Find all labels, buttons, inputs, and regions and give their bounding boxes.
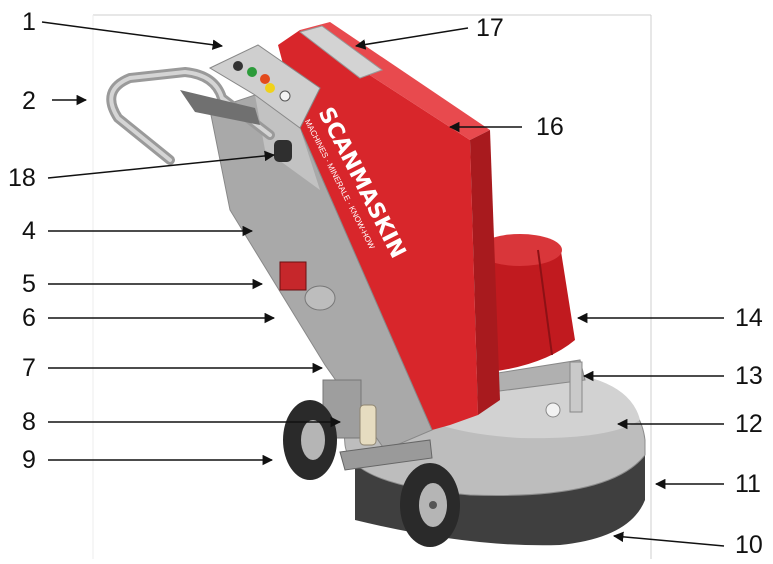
main-housing-side: [470, 130, 500, 415]
label-2: 2: [22, 87, 36, 115]
yellow-button: [265, 83, 275, 93]
leader-10: [612, 531, 725, 547]
label-10: 10: [735, 531, 763, 559]
label-7: 7: [22, 354, 36, 382]
power-socket: [279, 261, 307, 291]
wheel-axle: [429, 501, 437, 509]
orange-button: [260, 74, 270, 84]
handle-post: [569, 361, 583, 413]
leader-1: [41, 21, 224, 50]
leader-lines: [41, 21, 725, 547]
wheel-rear-hub: [301, 420, 325, 460]
main-housing: [278, 30, 478, 430]
handlebar-highlight: [109, 69, 272, 162]
label-13: 13: [735, 362, 763, 390]
motor: [480, 239, 575, 372]
leader-17: [354, 27, 469, 50]
lid-handle: [298, 25, 384, 79]
label-5: 5: [22, 270, 36, 298]
label-6: 6: [22, 304, 36, 332]
label-8: 8: [22, 408, 36, 436]
grinding-machine: [106, 22, 646, 547]
label-4: 4: [22, 217, 36, 245]
label-16: 16: [536, 113, 564, 141]
head-bolt: [545, 402, 561, 418]
green-button: [247, 67, 257, 77]
cable-outlet: [304, 285, 336, 311]
label-14: 14: [735, 304, 763, 332]
label-9: 9: [22, 446, 36, 474]
adjust-knob: [274, 140, 292, 162]
leader-18: [47, 150, 276, 179]
label-12: 12: [735, 410, 763, 438]
water-valve: [359, 404, 377, 446]
label-18: 18: [8, 164, 36, 192]
control-knob: [233, 61, 243, 71]
motor-top: [478, 234, 562, 266]
white-button: [279, 90, 291, 102]
front-bar: [339, 439, 433, 471]
motor-rib: [537, 249, 553, 356]
label-11: 11: [735, 470, 761, 498]
handle-grip-plate: [180, 90, 260, 125]
label-1: 1: [22, 8, 36, 36]
label-17: 17: [476, 14, 504, 42]
